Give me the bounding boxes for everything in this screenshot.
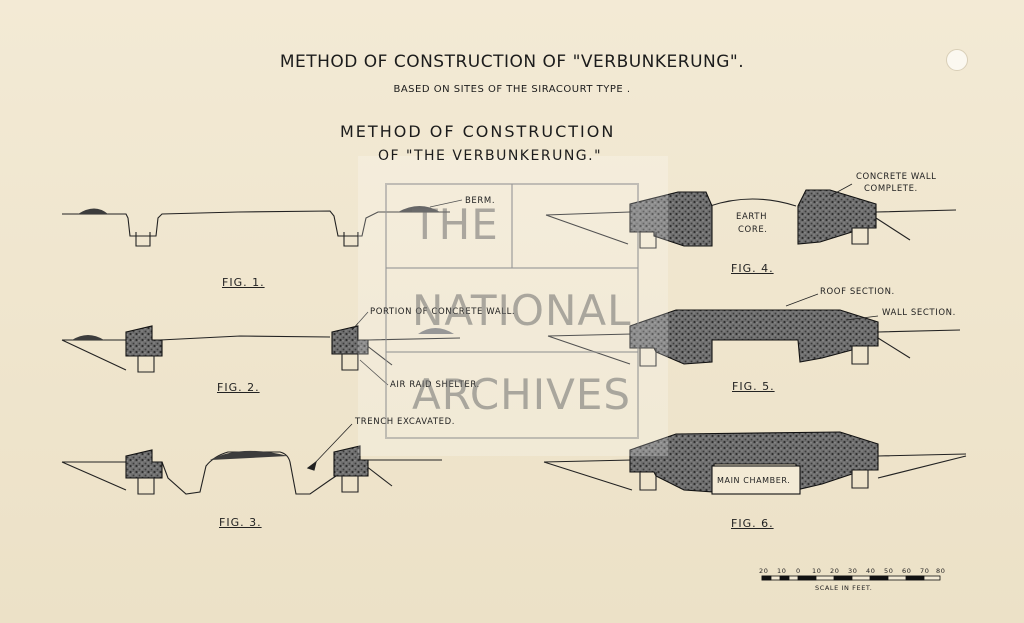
trench-label: TRENCH EXCAVATED. xyxy=(355,417,456,427)
roof-section-label: ROOF SECTION. xyxy=(820,287,895,297)
fig1-pit-left xyxy=(135,232,151,247)
fig1-section xyxy=(62,199,463,247)
fig2-shelter-left xyxy=(137,356,155,373)
watermark-line2: NATIONAL xyxy=(412,286,632,335)
berm-label: BERM. xyxy=(465,196,496,206)
fig6-ground xyxy=(543,453,967,491)
core-label: CORE. xyxy=(738,225,768,235)
fig3-wall-right xyxy=(333,445,369,477)
fig2-berm-right xyxy=(418,328,454,334)
scale-tick: 20 xyxy=(830,567,840,575)
fig2-label: FIG. 2. xyxy=(217,381,260,394)
fig2-wall-right xyxy=(331,325,369,355)
scale-tick: 60 xyxy=(902,567,912,575)
complete-label: COMPLETE. xyxy=(864,184,918,194)
based-on-subtitle: BASED ON SITES OF THE SIRACOURT TYPE . xyxy=(393,84,631,95)
wall-section-label: WALL SECTION. xyxy=(882,308,956,318)
fig5-shelter-right xyxy=(851,346,869,365)
fig3-spoil xyxy=(210,450,288,460)
sub-title-line1: METHOD OF CONSTRUCTION xyxy=(340,122,616,141)
fig1-berm-right xyxy=(398,206,440,212)
fig4-ground xyxy=(545,198,957,245)
fig2-wall-left xyxy=(125,325,163,357)
main-chamber-label: MAIN CHAMBER. xyxy=(717,476,791,485)
fig6-section xyxy=(543,431,967,495)
scale-tick: 10 xyxy=(777,567,787,575)
scale-tick: 10 xyxy=(812,567,822,575)
scale-caption: SCALE IN FEET. xyxy=(815,584,873,592)
fig6-shelter-left xyxy=(639,472,657,491)
scale-tick: 0 xyxy=(796,567,801,575)
watermark-veil xyxy=(358,156,668,456)
fig3-section xyxy=(61,423,442,495)
fig3-wall-left xyxy=(125,449,163,479)
watermark-line3: ARCHIVES xyxy=(412,370,632,419)
scale-tick: 30 xyxy=(848,567,858,575)
fig2-berm-left xyxy=(72,335,104,340)
scale-tick: 20 xyxy=(759,567,769,575)
portion-concrete-label: PORTION OF CONCRETE WALL. xyxy=(370,307,516,317)
main-chamber xyxy=(711,465,801,495)
watermark-line1: THE xyxy=(412,200,499,249)
scale-tick: 40 xyxy=(866,567,876,575)
fig6-shelter-right xyxy=(851,470,869,489)
fig6-label: FIG. 6. xyxy=(731,517,774,530)
fig2-section xyxy=(61,311,461,386)
scale-bar xyxy=(761,575,941,581)
concrete-wall-label: CONCRETE WALL xyxy=(856,172,937,182)
fig4-label: FIG. 4. xyxy=(731,262,774,275)
fig5-ground xyxy=(547,329,961,365)
fig4-section xyxy=(545,183,957,249)
fig3-shelter-right xyxy=(341,476,359,493)
fig1-pit-right xyxy=(343,232,359,247)
air-raid-shelter-label: AIR RAID SHELTER. xyxy=(390,380,480,390)
punch-hole xyxy=(946,49,968,71)
main-title: METHOD OF CONSTRUCTION OF "VERBUNKERUNG"… xyxy=(279,52,745,72)
fig5-structure xyxy=(629,309,879,365)
scale-tick: 70 xyxy=(920,567,930,575)
scale-tick: 50 xyxy=(884,567,894,575)
fig4-shelter-right xyxy=(851,228,869,245)
fig4-shelter-left xyxy=(639,232,657,249)
fig1-label: FIG. 1. xyxy=(222,276,265,289)
fig5-shelter-left xyxy=(639,348,657,367)
sub-title-line2: OF "THE VERBUNKERUNG." xyxy=(378,148,603,164)
fig5-label: FIG. 5. xyxy=(732,380,775,393)
fig1-berm-left xyxy=(78,208,108,214)
fig5-section xyxy=(547,293,961,367)
earth-label: EARTH xyxy=(736,212,768,222)
scale-tick: 80 xyxy=(936,567,946,575)
fig2-shelter-right xyxy=(341,354,359,371)
fig3-label: FIG. 3. xyxy=(219,516,262,529)
fig3-shelter-left xyxy=(137,478,155,495)
fig3-ground xyxy=(61,451,442,495)
fig4-wall-left xyxy=(629,191,713,247)
fig4-wall-right xyxy=(797,189,877,245)
watermark-frame xyxy=(385,183,639,439)
fig1-ground xyxy=(62,210,450,237)
